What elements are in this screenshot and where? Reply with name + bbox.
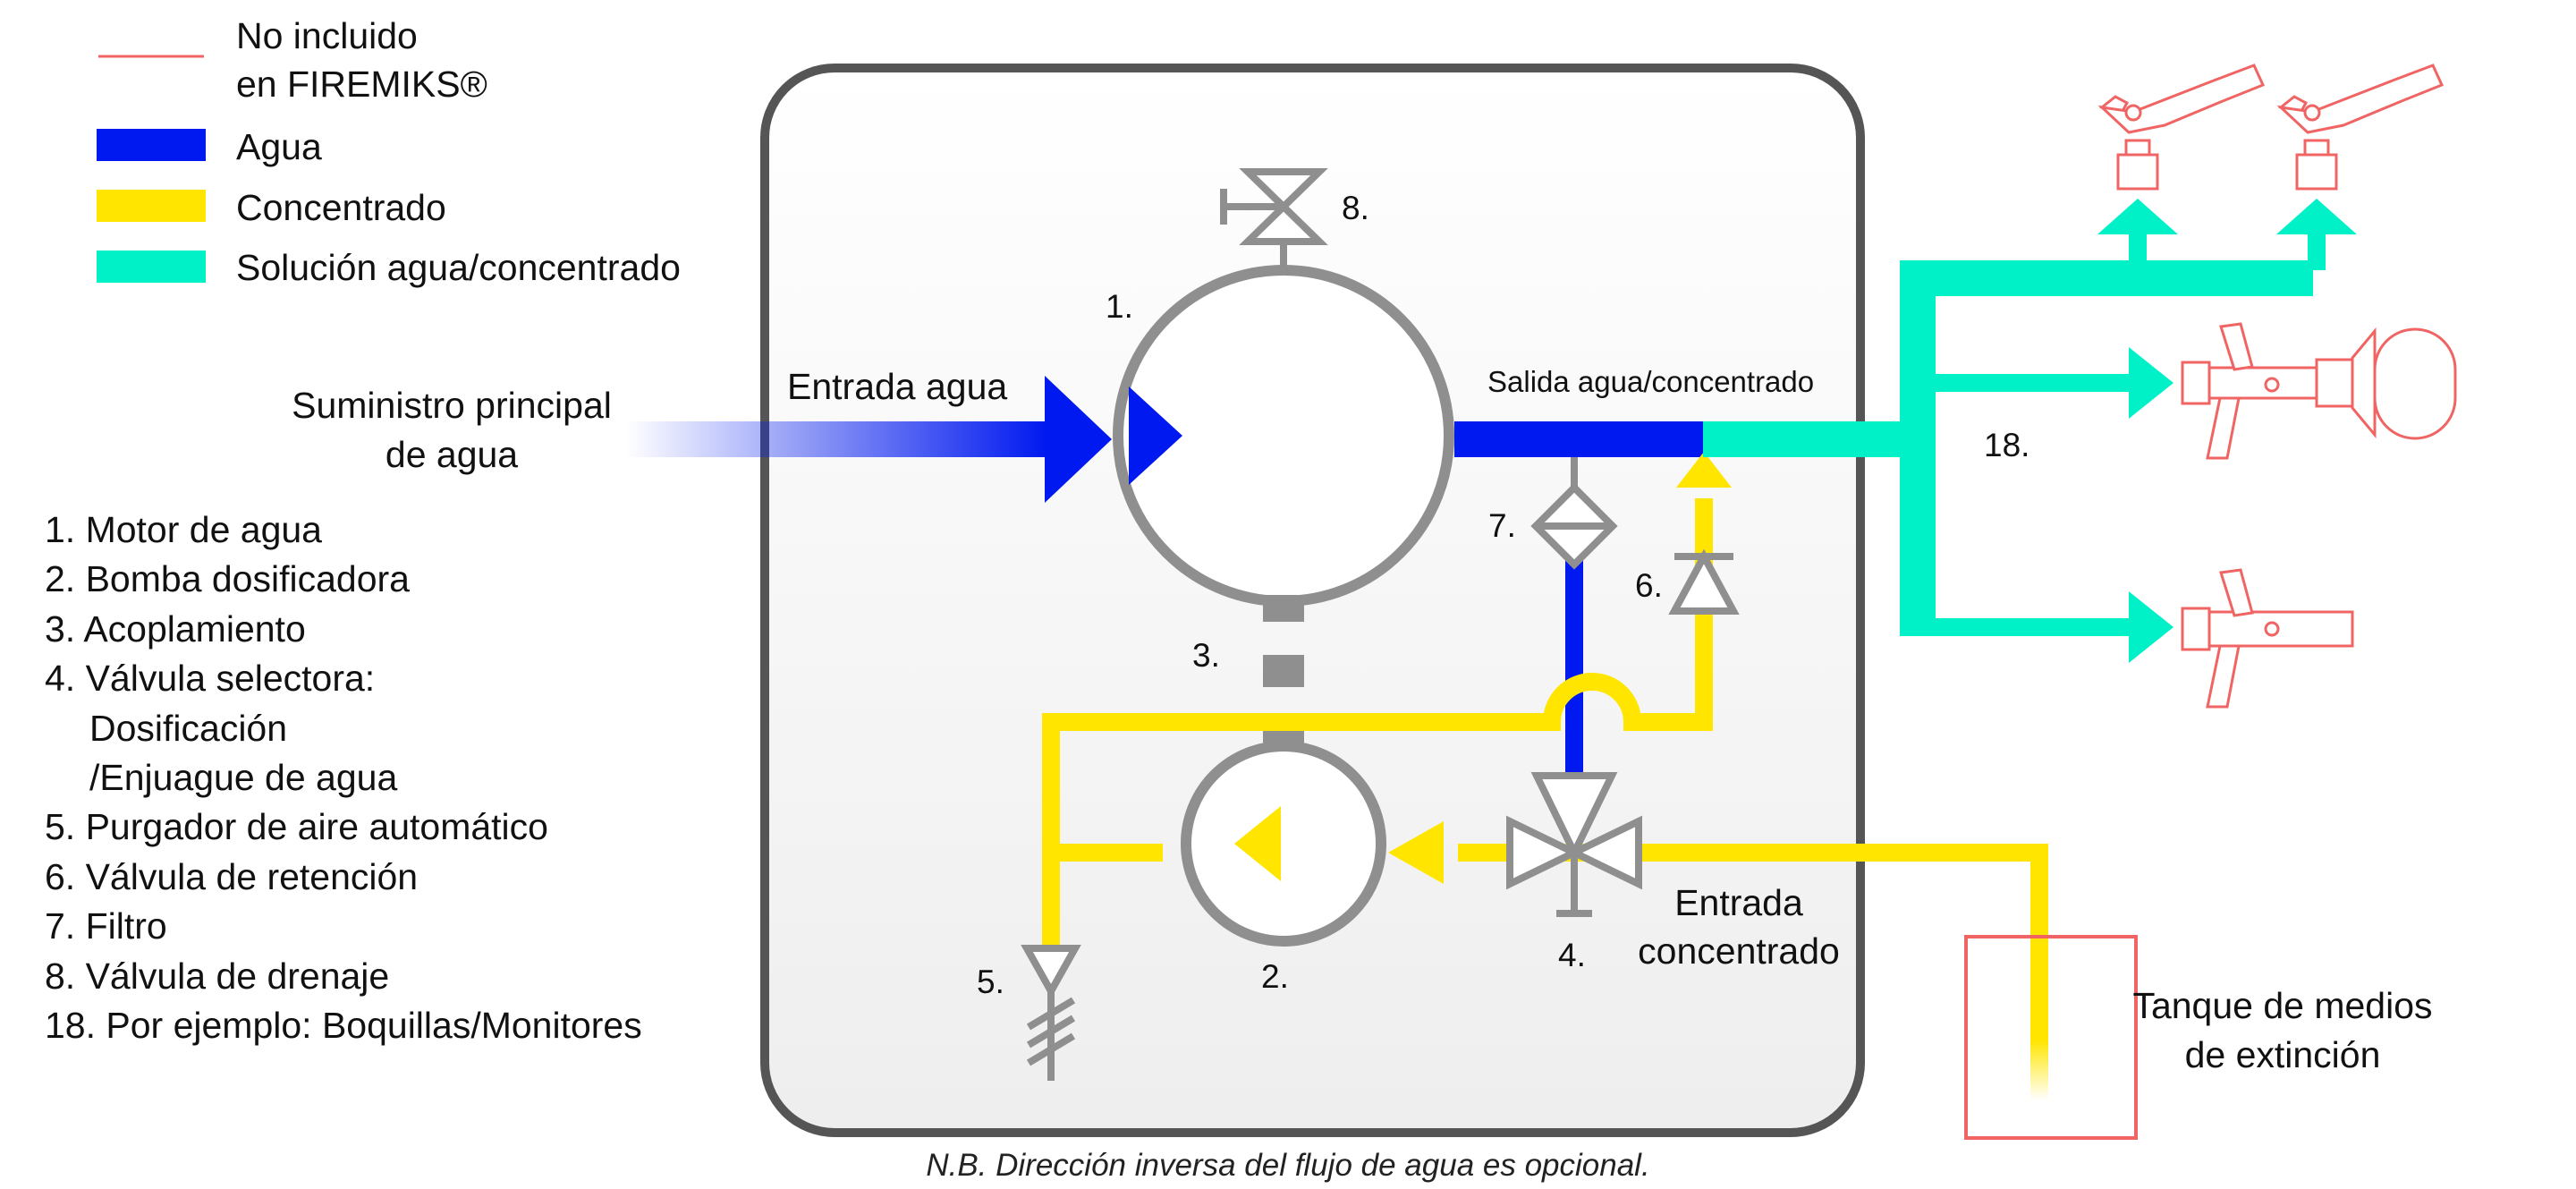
concentrate-inlet-label-line2: concentrado [1638,930,1840,972]
legend-not-included-line1: No incluido [236,15,418,56]
tank-label-line1: Tanque de medios [2132,985,2432,1026]
drain-valve [1220,168,1328,270]
concentrate-to-pump-arrow [1388,821,1444,884]
parts-list-item: 6. Válvula de retención [45,856,418,897]
legend-water-swatch [97,129,206,161]
monitor-1-icon [2097,64,2266,191]
parts-list-item: 18. Por ejemplo: Boquillas/Monitores [45,1005,642,1046]
concentrate-upward-arrow [1676,452,1732,488]
parts-list: 1. Motor de agua 2. Bomba dosificadora 3… [45,509,642,1046]
legend-concentrate-swatch [97,190,206,222]
dosing-pump [1181,741,1386,947]
legend-water-label: Agua [236,126,322,167]
extinguishing-media-tank [1964,935,2138,1140]
concentrate-tank-pipe [1646,844,2048,971]
component-number-3: 3. [1192,637,1220,674]
component-number-7: 7. [1488,507,1516,544]
water-inlet-label: Entrada agua [787,366,1007,407]
concentrate-bypass-pipe [1042,498,1713,957]
parts-list-item: 8. Válvula de drenaje [45,955,389,997]
selector-valve [1506,772,1642,917]
concentrate-tank-gradient-pipe [2030,966,2048,1100]
parts-list-item: Dosificación [89,708,287,749]
tank-label-line2: de extinción [2185,1034,2381,1075]
supply-label-line2: de agua [386,434,518,475]
parts-list-item: 5. Purgador de aire automático [45,806,548,847]
legend-not-included-line2: en FIREMIKS® [236,64,487,105]
legend-solution-swatch [97,251,206,283]
parts-list-item: 7. Filtro [45,905,167,947]
component-number-18: 18. [1984,427,2029,463]
parts-list-item: 3. Acoplamiento [45,608,306,650]
component-number-8: 8. [1342,190,1369,226]
water-motor-flow-arrow [1129,386,1182,485]
filter [1530,457,1618,570]
outlet-label: Salida agua/concentrado [1487,365,1814,398]
component-number-2: 2. [1261,958,1289,995]
water-outlet-pipe [1454,421,1703,457]
component-number-6: 6. [1635,567,1663,604]
legend-concentrate-label: Concentrado [236,187,446,228]
component-number-1: 1. [1106,288,1133,325]
legend: No incluido en FIREMIKS® Agua Concentrad… [97,15,681,288]
water-branch-pipe [1565,529,1583,776]
hand-nozzle-icon [2181,568,2354,709]
concentrate-inlet-label-line1: Entrada [1674,882,1803,923]
foam-nozzle-icon [2181,322,2457,460]
solution-distribution [1703,199,2357,663]
parts-list-item: 1. Motor de agua [45,509,322,550]
water-inlet-arrow [1045,376,1112,503]
air-vent [1021,945,1081,1081]
component-number-4: 4. [1558,937,1586,973]
parts-list-item: 4. Válvula selectora: [45,658,375,699]
parts-list-item: 2. Bomba dosificadora [45,558,410,599]
component-number-5: 5. [977,964,1004,1000]
supply-label: Suministro principal de agua [292,385,612,475]
footnote: N.B. Dirección inversa del flujo de agua… [926,1148,1649,1183]
supply-label-line1: Suministro principal [292,385,612,426]
parts-list-item: /Enjuague de agua [89,757,397,798]
monitor-2-icon [2276,64,2445,191]
dosing-pump-flow-arrow [1234,806,1281,881]
water-supply-gradient-pipe [626,421,1046,457]
legend-solution-label: Solución agua/concentrado [236,247,681,288]
check-valve [1668,548,1740,615]
